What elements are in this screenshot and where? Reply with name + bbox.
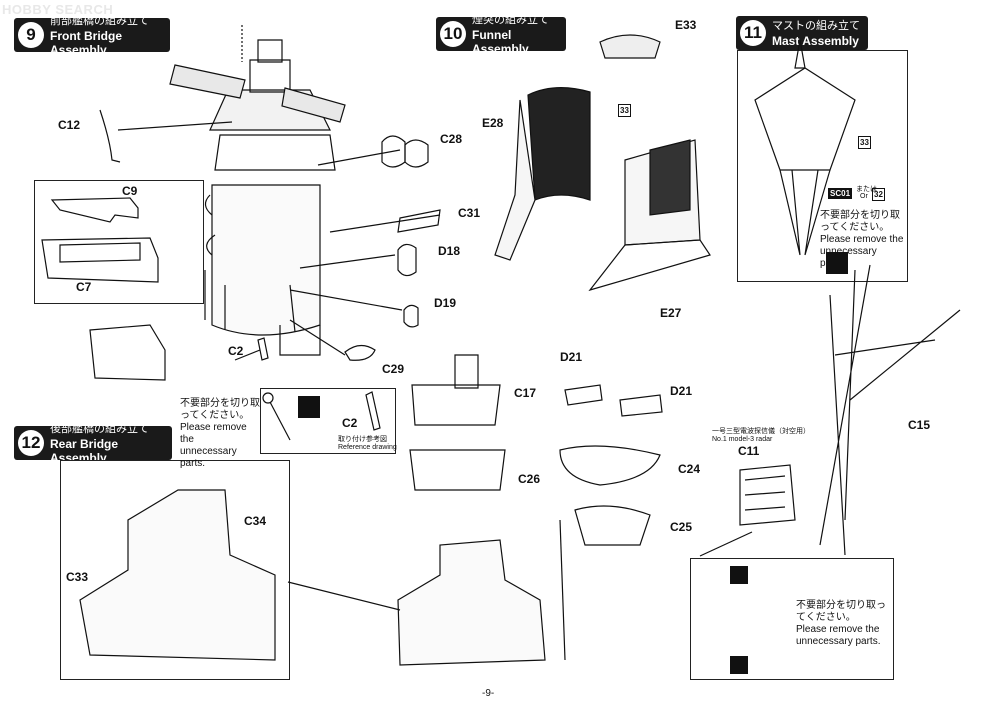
note-en-1: Please remove the — [796, 624, 880, 635]
part-label-c26: C26 — [518, 472, 541, 486]
part-label-c7: C7 — [76, 280, 92, 294]
part-label-c24: C24 — [678, 462, 701, 476]
color-marker-33-funnel: 33 — [618, 104, 631, 117]
note-jp: 不要部分を切り取ってください。 — [796, 600, 886, 623]
step-title-jp: 後部艦橋の組み立て — [50, 422, 149, 435]
part-label-c15: C15 — [908, 418, 931, 432]
cut-icon — [730, 656, 748, 674]
part-label-c2: C2 — [228, 344, 244, 358]
detail-box-radar — [690, 558, 894, 680]
part-label-c9: C9 — [122, 184, 138, 198]
color-marker-33-mast: 33 — [858, 136, 871, 149]
reference-en: Reference drawing — [338, 444, 397, 451]
note-en-2: unnecessary parts. — [180, 446, 237, 469]
remove-note-radar: 不要部分を切り取ってください。 Please remove the unnece… — [796, 600, 890, 648]
part-label-c28: C28 — [440, 132, 463, 146]
part-label-c25: C25 — [670, 520, 693, 534]
detail-box-mast — [737, 50, 908, 282]
watermark: HOBBY SEARCH — [2, 2, 114, 17]
radar-label-jp: 一号三型電波探信儀（対空用） — [712, 428, 810, 435]
mast-assembly — [754, 39, 961, 556]
step-number: 12 — [18, 430, 44, 456]
note-en-1: Please remove the — [180, 422, 247, 445]
note-jp: 不要部分を切り取ってください。 — [180, 398, 260, 421]
part-label-e33: E33 — [675, 18, 697, 32]
remove-note-front: 不要部分を切り取ってください。 Please remove the unnece… — [180, 398, 260, 470]
part-label-c12: C12 — [58, 118, 81, 132]
part-label-c33: C33 — [66, 570, 89, 584]
part-label-c11: C11 — [738, 444, 760, 458]
step-title-en: Funnel Assembly — [472, 27, 529, 56]
step-number: 10 — [440, 21, 466, 47]
funnel-assembly — [494, 34, 711, 292]
or-en: Or — [860, 193, 868, 200]
part-label-c34: C34 — [244, 514, 267, 528]
part-label-d21-right: D21 — [670, 384, 693, 398]
part-label-c17: C17 — [514, 386, 537, 400]
page-number: -9- — [482, 688, 495, 699]
step-title-en: Mast Assembly — [772, 33, 859, 48]
cut-icon — [298, 396, 320, 418]
note-jp: 不要部分を切り取ってください。 — [820, 210, 900, 233]
cut-icon — [826, 252, 848, 274]
step-title-jp: 前部艦橋の組み立て — [50, 14, 149, 27]
detail-box-c9-c7 — [34, 180, 204, 304]
cut-icon — [730, 566, 748, 584]
step-title-jp: マストの組み立て — [772, 19, 860, 32]
part-label-d18: D18 — [438, 244, 461, 258]
color-marker-32: 32 — [872, 188, 885, 201]
part-label-c29: C29 — [382, 362, 405, 376]
note-en-2: unnecessary parts. — [796, 636, 881, 647]
part-label-e27: E27 — [660, 306, 682, 320]
or-jp: または — [856, 186, 877, 193]
note-en-1: Please remove the — [820, 234, 904, 245]
part-label-d21-left: D21 — [560, 350, 583, 364]
front-bridge-tower — [169, 25, 346, 356]
part-label-c2-ref: C2 — [342, 416, 358, 430]
part-label-c31: C31 — [458, 206, 481, 220]
part-c12 — [99, 109, 121, 163]
radar-label-en: No.1 model-3 radar — [712, 436, 773, 443]
step-number: 11 — [740, 20, 766, 46]
part-label-e28: E28 — [482, 116, 504, 130]
color-marker-sc01: SC01 — [828, 188, 853, 199]
step-number: 9 — [18, 22, 44, 48]
step-title-en: Front Bridge Assembly — [50, 28, 122, 57]
part-label-d19: D19 — [434, 296, 457, 310]
step-title-jp: 煙突の組み立て — [472, 13, 549, 26]
reference-jp: 取り付け参考図 — [338, 436, 387, 443]
